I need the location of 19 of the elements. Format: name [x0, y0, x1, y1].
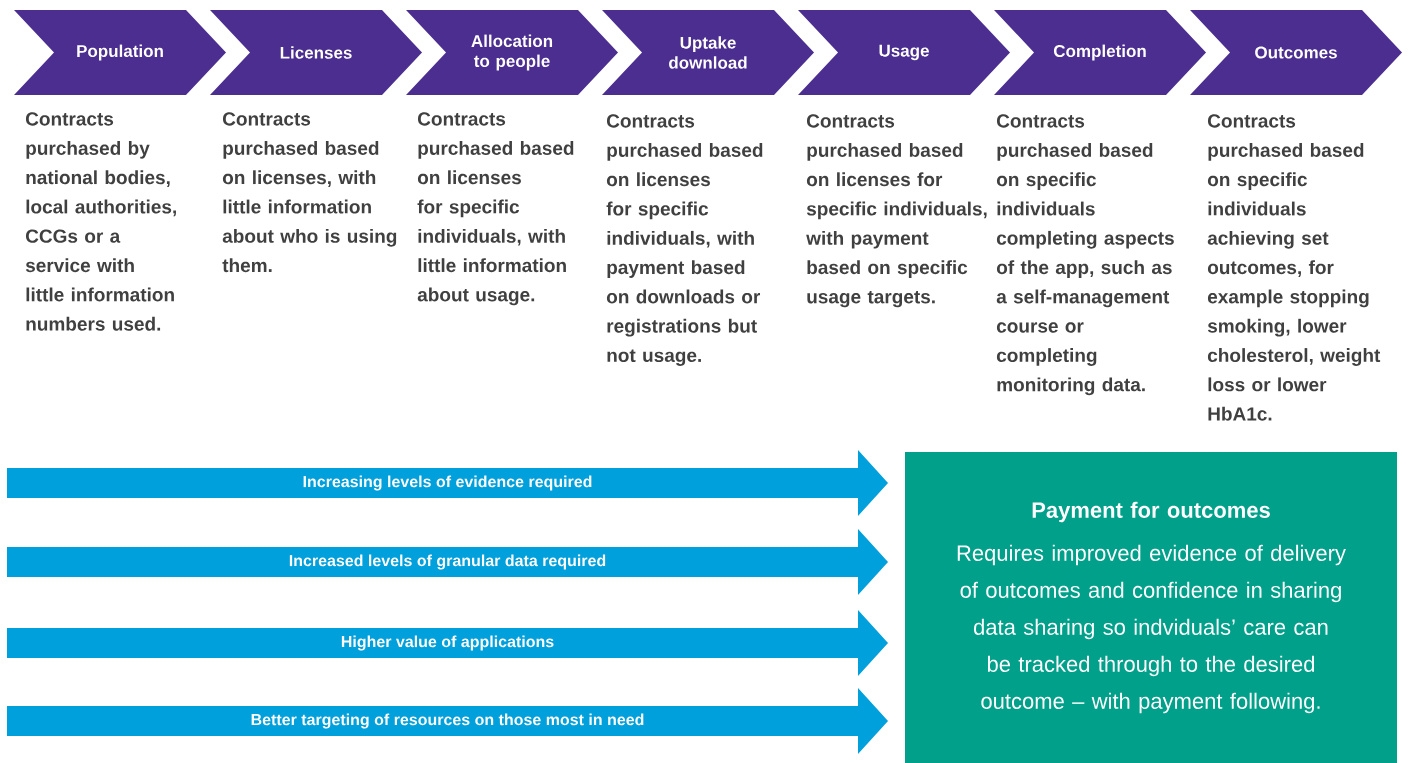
- process-step: Population: [14, 10, 226, 95]
- process-step: Completion: [994, 10, 1206, 95]
- outcome-box: Payment for outcomes Requires improved evidence of delivery of outcomes and confidence in sharing data sharing so indviduals’ care can be tracked through to the desired outcome – with payment following.: [905, 452, 1397, 763]
- description-text: Contracts purchased based on licenses for specific individuals, with payment based on downloads or registrations but not usage.: [606, 114, 763, 366]
- process-step: Outcomes: [1190, 10, 1402, 95]
- description-text: Contracts purchased based on licenses for specific individuals, with payment based on specific usage targets.: [806, 114, 987, 308]
- trend-banner: Increasing levels of evidence required: [7, 450, 888, 516]
- process-step: Usage: [798, 10, 1010, 95]
- trend-banner: Increased levels of granular data required: [7, 529, 888, 595]
- description-text: Contracts purchased based on licenses, with little information about who is using them.: [222, 112, 397, 273]
- description-text: Contracts purchased based on specific individuals completing aspects of the app, such as a self-management course or completing monitoring data.: [996, 114, 1174, 396]
- description-text: Contracts purchased based on specific individuals achieving set outcomes, for example stopping smoking, lower cholesterol, weight loss or lower HbA1c.: [1207, 114, 1381, 421]
- process-step: Licenses: [210, 10, 422, 95]
- trend-banner: Higher value of applications: [7, 610, 888, 676]
- process-step: Uptake download: [602, 10, 814, 95]
- process-step: Allocation to people: [406, 10, 618, 95]
- description-text: Contracts purchased by national bodies, local authorities, CCGs or a service with little information numbers used.: [25, 112, 176, 331]
- trend-banner: Better targeting of resources on those most in need: [7, 688, 888, 754]
- description-text: Contracts purchased based on licenses for specific individuals, with little information about usage.: [417, 112, 574, 306]
